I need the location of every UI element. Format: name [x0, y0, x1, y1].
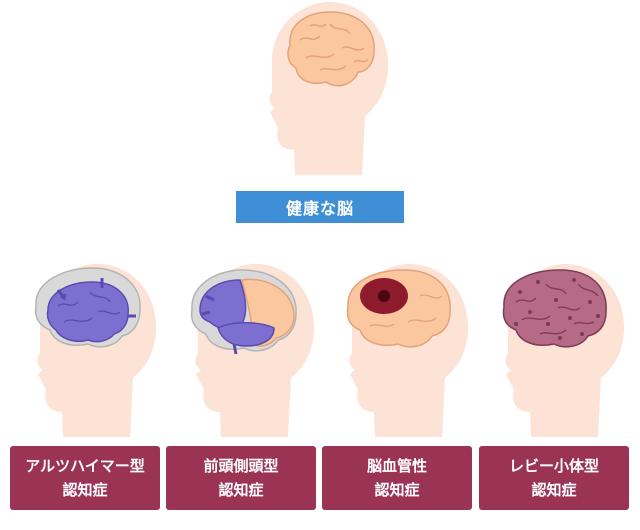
lewy-body-type-label: レビー小体型 認知症 — [479, 446, 629, 510]
atrophied-temporal-lobe — [217, 322, 275, 347]
lewy-body-brain-illustration — [486, 262, 626, 442]
brain-folds — [299, 23, 369, 71]
type-suffix: 認知症 — [374, 481, 420, 499]
type-name: 脳血管性 — [366, 457, 427, 475]
brain-shape — [502, 269, 607, 348]
type-name: レビー小体型 — [508, 457, 599, 475]
atrophied-brain — [46, 281, 129, 343]
type-name: アルツハイマー型 — [25, 457, 145, 475]
shrink-arrow — [232, 343, 238, 355]
shrink-arrow — [201, 310, 211, 316]
brain-folds — [57, 291, 121, 323]
shrink-arrow — [56, 289, 67, 301]
alzheimer-type-label: アルツハイマー型 認知症 — [10, 446, 160, 510]
type-suffix: 認知症 — [62, 481, 108, 499]
vascular-type-label: 脳血管性 認知症 — [322, 446, 472, 510]
lewy-bodies — [514, 278, 600, 340]
brain-folds — [369, 294, 443, 327]
brain-shape — [287, 11, 375, 87]
hemorrhage-core — [378, 290, 390, 302]
alzheimer-brain-illustration — [18, 262, 158, 442]
frontotemporal-brain-illustration — [176, 262, 316, 442]
type-name: 前頭側頭型 — [203, 457, 279, 475]
type-suffix: 認知症 — [531, 481, 577, 499]
healthy-brain-illustration — [245, 0, 395, 180]
frontotemporal-type-label: 前頭側頭型 認知症 — [166, 446, 316, 510]
shrink-arrow — [205, 294, 215, 302]
vascular-brain-illustration — [330, 262, 470, 442]
brain-folds — [515, 283, 599, 335]
healthy-brain-label: 健康な脳 — [236, 191, 404, 223]
type-suffix: 認知症 — [218, 481, 264, 499]
